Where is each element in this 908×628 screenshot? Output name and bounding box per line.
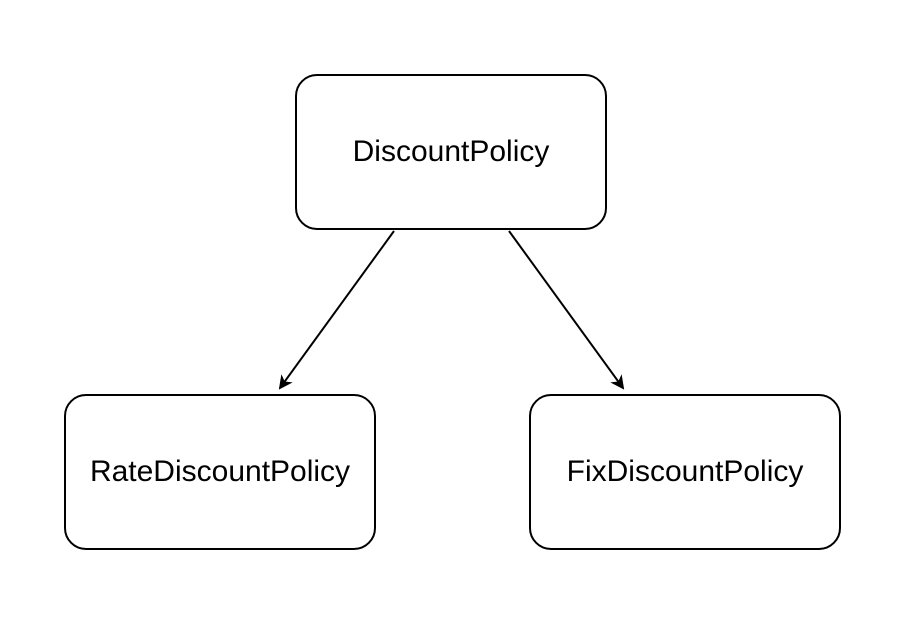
edge-discount-to-fix bbox=[508, 230, 625, 390]
node-label: DiscountPolicy bbox=[352, 135, 550, 168]
node-fix-discount-policy: FixDiscountPolicy bbox=[529, 394, 841, 550]
node-rate-discount-policy: RateDiscountPolicy bbox=[64, 394, 376, 550]
node-discount-policy: DiscountPolicy bbox=[295, 74, 607, 230]
node-label: FixDiscountPolicy bbox=[566, 455, 804, 488]
edge-discount-to-rate bbox=[278, 230, 395, 390]
node-label: RateDiscountPolicy bbox=[89, 455, 351, 488]
